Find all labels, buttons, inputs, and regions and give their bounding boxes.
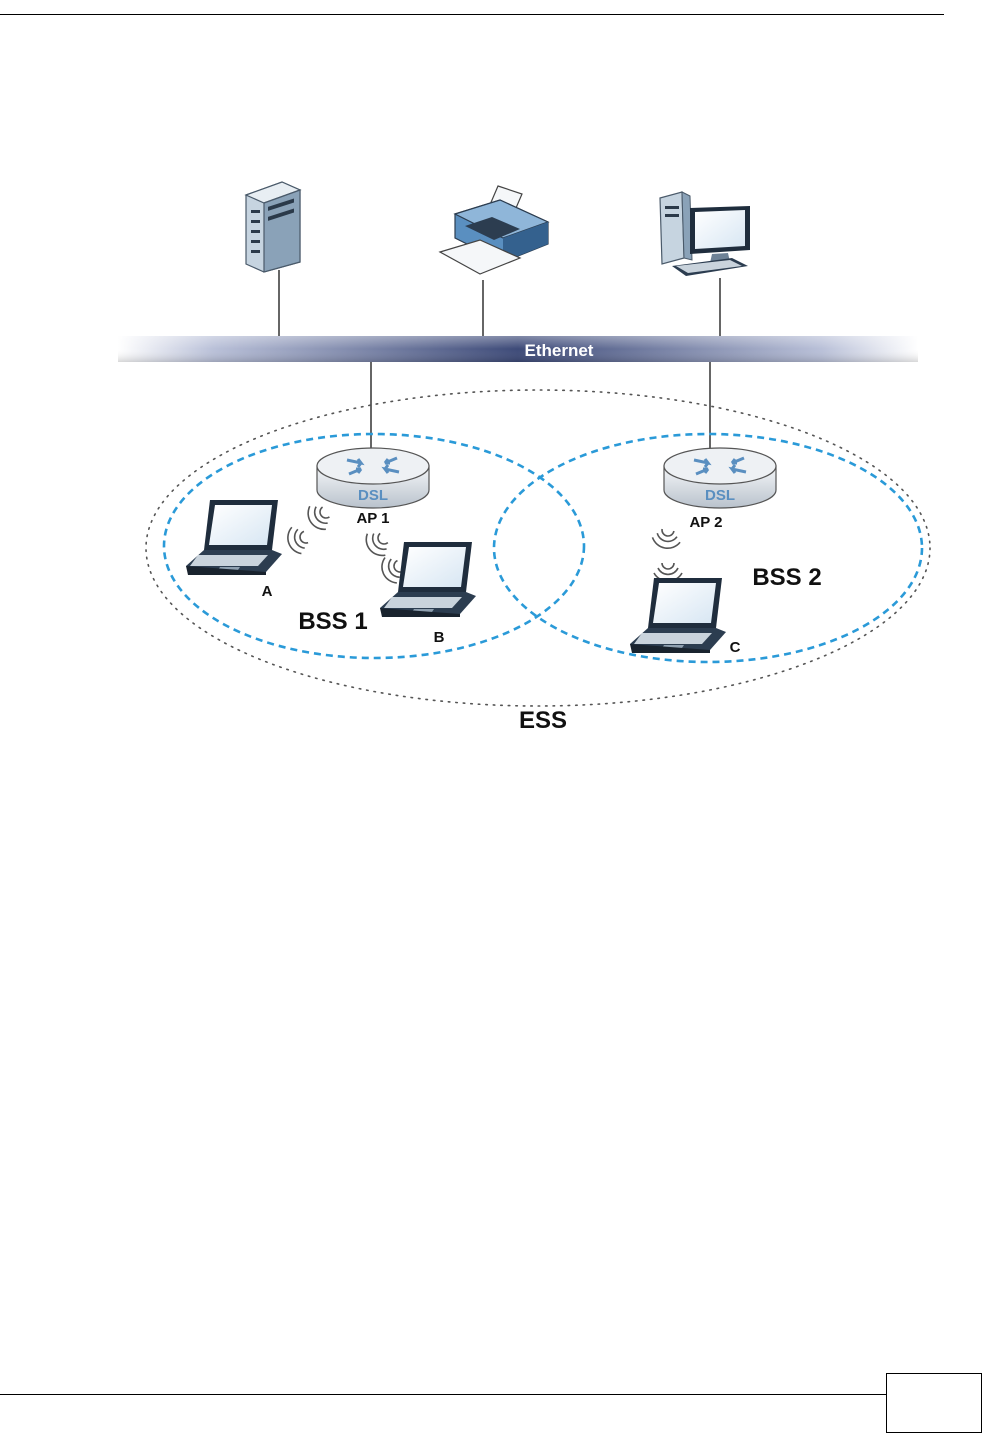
wireless-signals (284, 501, 682, 587)
wifi-signal-icon (651, 528, 682, 551)
bss-1-label: BSS 1 (298, 608, 367, 635)
server-icon (246, 182, 300, 272)
ap-2-badge: DSL (705, 487, 735, 504)
wifi-signal-icon (303, 501, 334, 534)
workstation-icon (660, 192, 750, 276)
station-b-label: B (434, 629, 445, 646)
ethernet-label: Ethernet (525, 341, 594, 360)
ethernet-backbone: Ethernet (118, 336, 918, 362)
bss-2-label: BSS 2 (752, 564, 821, 591)
access-point-2: DSL AP 2 (664, 448, 776, 531)
laptop-icon (380, 542, 476, 617)
station-c: C (630, 578, 741, 656)
laptop-icon (186, 500, 282, 575)
station-a-label: A (262, 583, 273, 600)
ethernet-bar-shading (118, 336, 918, 362)
ess-label: ESS (519, 707, 567, 734)
station-c-label: C (730, 639, 741, 656)
wifi-signal-icon (284, 524, 311, 557)
access-point-1: DSL AP 1 (317, 448, 429, 527)
footer-rule (0, 1394, 886, 1395)
ess-network-diagram: Ethernet (0, 0, 986, 760)
wifi-signal-icon (361, 527, 393, 560)
station-a: A (186, 500, 282, 600)
ap-1-label: AP 1 (356, 510, 389, 527)
page-number-box (886, 1373, 982, 1433)
station-b: B (380, 542, 476, 646)
ap-1-badge: DSL (358, 487, 388, 504)
laptop-icon (630, 578, 726, 653)
printer-icon (440, 186, 548, 274)
ap-2-label: AP 2 (689, 514, 722, 531)
